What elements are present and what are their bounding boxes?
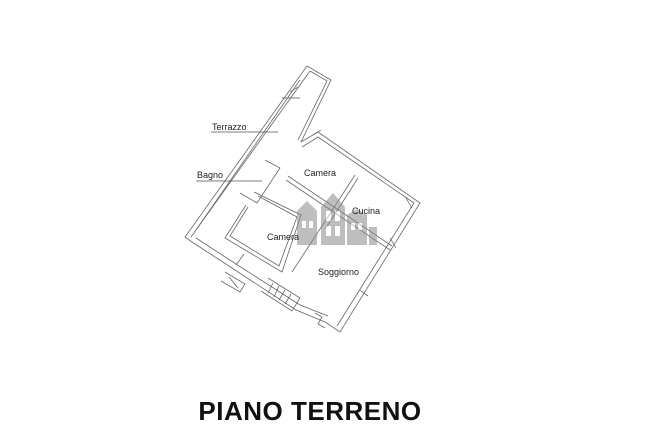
room-label-soggiorno: Soggiorno — [318, 267, 360, 277]
room-label-camera-2: Camera — [267, 232, 300, 242]
floor-title: PIANO TERRENO — [198, 396, 422, 426]
room-label-camera-1: Camera — [304, 168, 337, 178]
room-label-terrazzo: Terrazzo — [212, 122, 247, 132]
room-label-cucina: Cucina — [352, 206, 381, 216]
room-label-bagno: Bagno — [197, 170, 224, 180]
houses-watermark-icon — [297, 193, 377, 245]
